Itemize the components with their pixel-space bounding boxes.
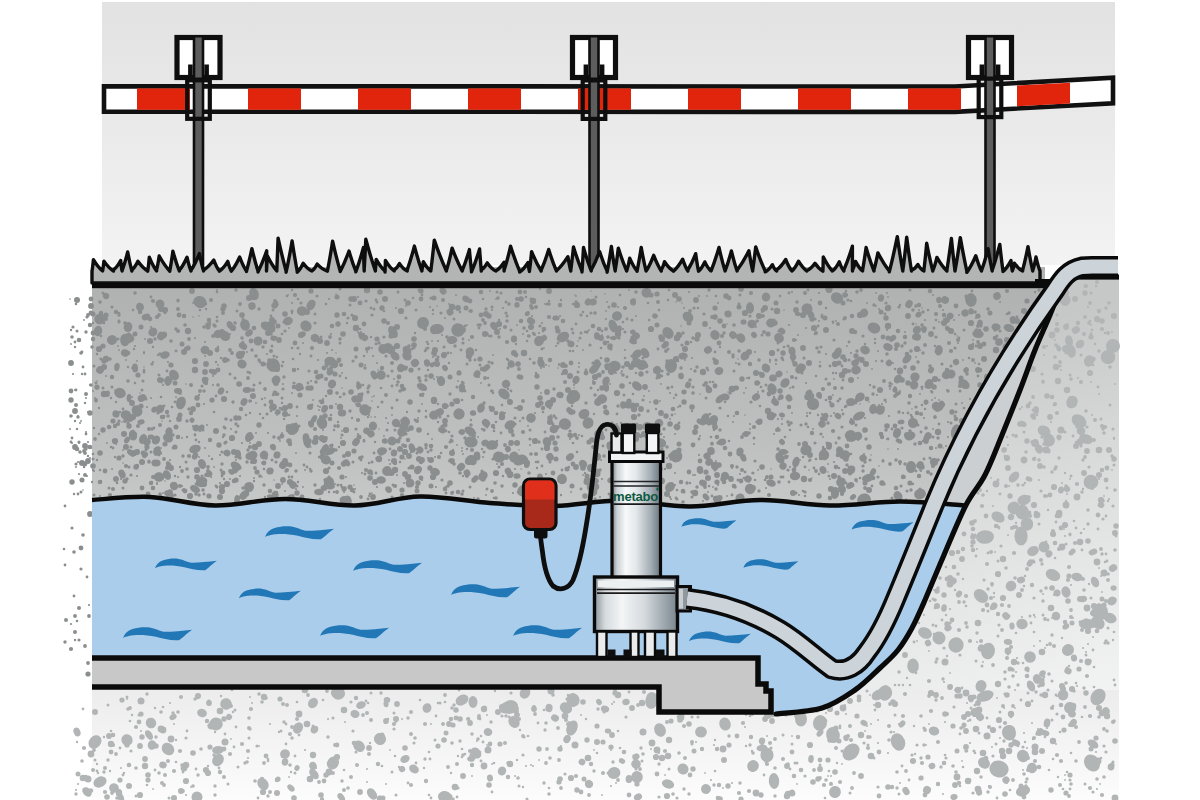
svg-text:metabo: metabo [613, 489, 658, 504]
